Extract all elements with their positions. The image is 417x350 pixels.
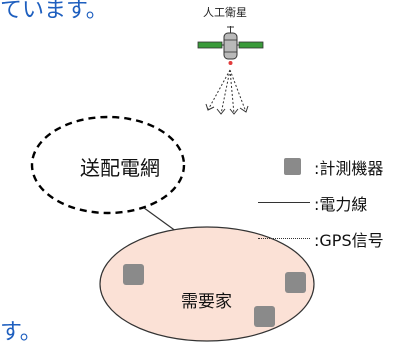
gps-signal <box>207 69 247 115</box>
grid-node <box>30 115 186 215</box>
satellite-label: 人工衛星 <box>203 6 247 19</box>
legend-label-power-line: :電力線 <box>314 195 368 214</box>
legend-item-device: :計測機器 <box>258 155 383 179</box>
satellite-icon <box>197 26 264 65</box>
gps-signal-symbol <box>258 227 314 251</box>
legend-item-gps-signal: :GPS信号 <box>258 227 384 251</box>
grid-label: 送配電網 <box>80 156 160 180</box>
caption-fragment-bottom: す。 <box>0 320 42 345</box>
device-box <box>123 264 144 285</box>
consumer-label: 需要家 <box>181 292 232 312</box>
device-box <box>285 272 306 293</box>
device-symbol <box>258 155 314 179</box>
gps-arrowheads <box>205 103 249 115</box>
power-line-symbol <box>258 191 314 215</box>
legend-label-device: :計測機器 <box>314 159 384 178</box>
caption-fragment-top: ています。 <box>0 0 108 23</box>
legend-label-gps-signal: :GPS信号 <box>314 231 384 250</box>
legend-item-power-line: :電力線 <box>258 191 367 215</box>
device-box <box>254 306 275 327</box>
